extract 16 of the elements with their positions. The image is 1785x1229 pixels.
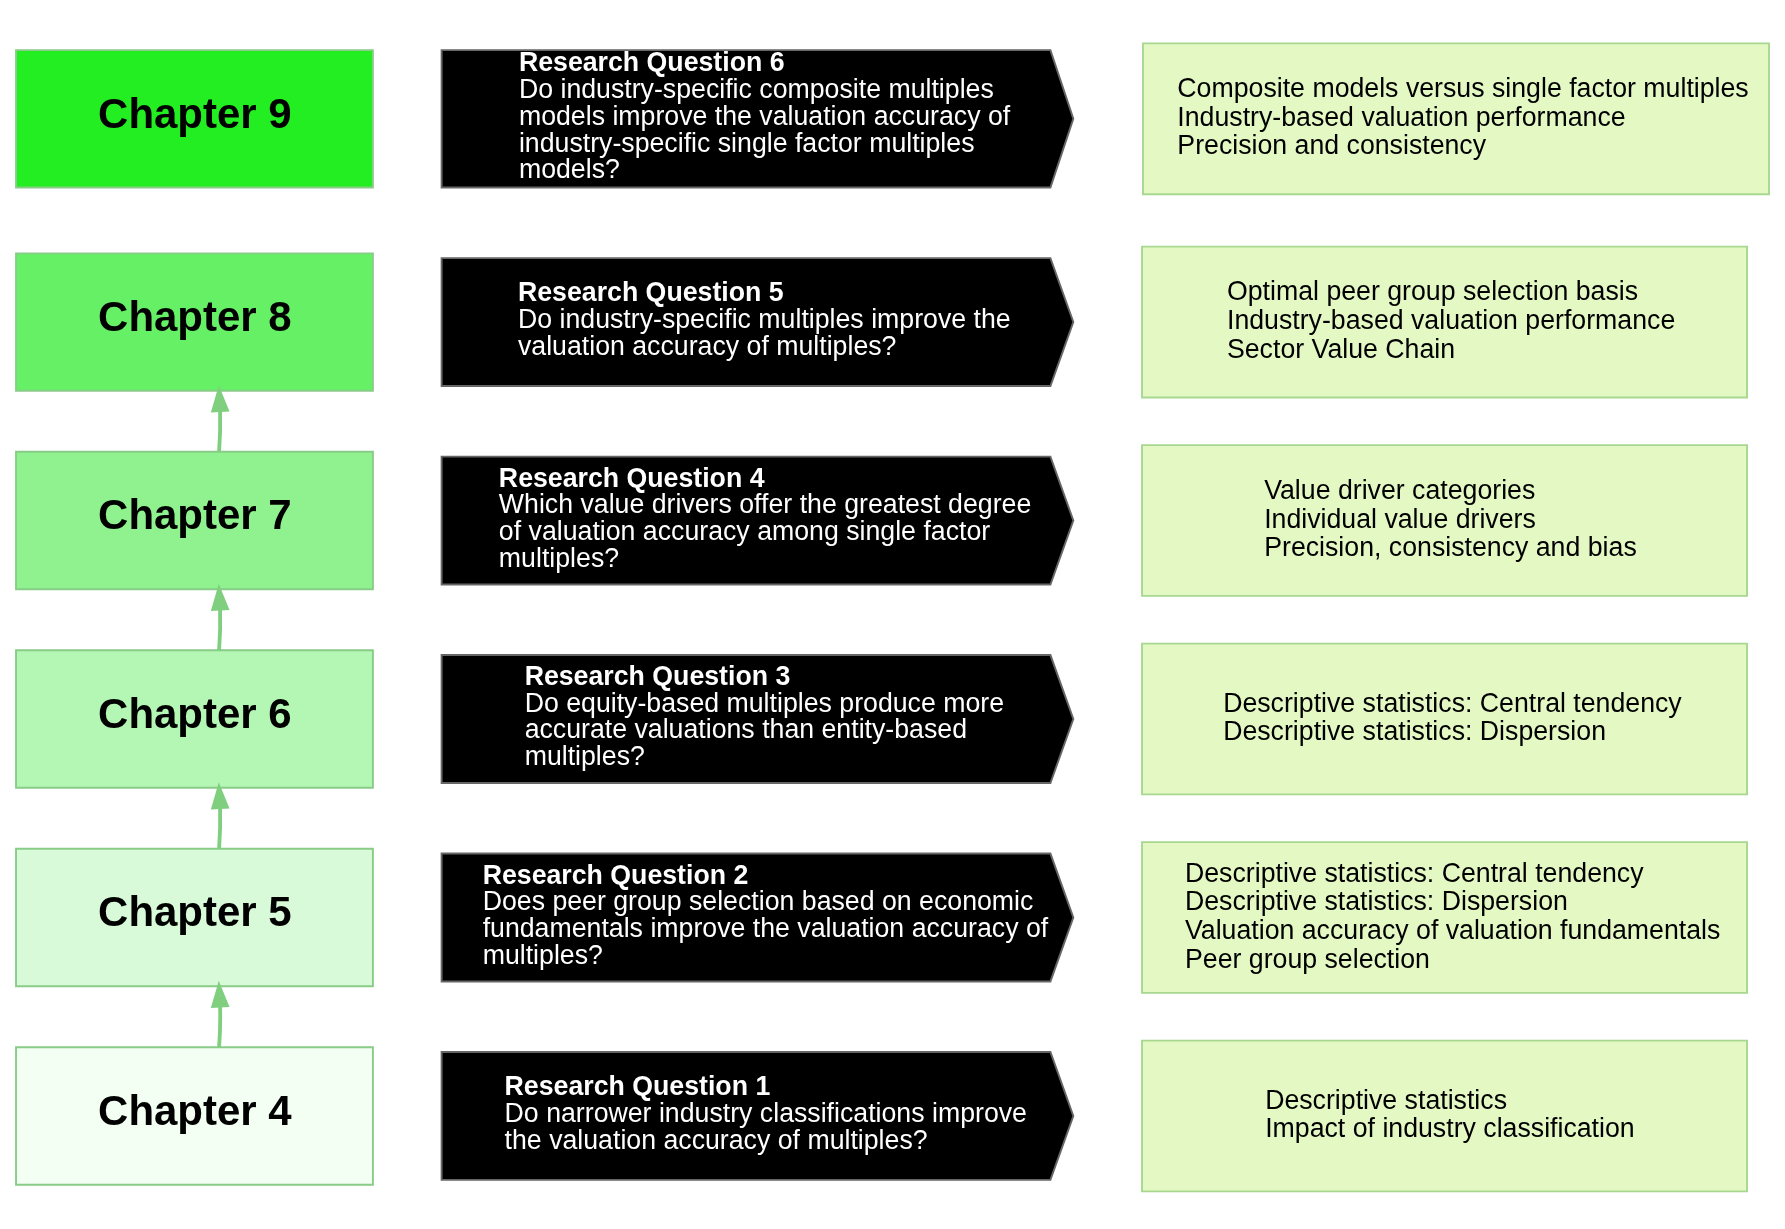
node-box: Descriptive statistics Impact of industry classification xyxy=(1141,1039,1748,1192)
node-box: Value driver categories Individual value drivers Precision, consistency and bias xyxy=(1141,443,1748,597)
node-box: Chapter 8 xyxy=(15,251,374,392)
arrow xyxy=(210,384,230,452)
arrow xyxy=(210,781,230,849)
arrow xyxy=(210,980,230,1047)
node-box: Chapter 5 xyxy=(15,847,374,987)
node-box: Optimal peer group selection basis Industry-based valuation performance Sector Value Chain xyxy=(1141,245,1748,398)
node-box: Chapter 4 xyxy=(15,1045,374,1186)
arrow xyxy=(210,583,230,650)
node-box: Composite models versus single factor multiples Industry-based valuation performance Precision and consistency xyxy=(1142,41,1770,195)
node-box: Descriptive statistics: Central tendency Descriptive statistics: Dispersion Valuation accuracy of valuation fundamentals Peer group selection xyxy=(1141,840,1748,994)
node-box: Descriptive statistics: Central tendency Descriptive statistics: Dispersion xyxy=(1141,642,1748,795)
node-box: Chapter 7 xyxy=(15,450,374,590)
node-box: Chapter 6 xyxy=(15,648,374,789)
node-box: Chapter 9 xyxy=(15,48,374,188)
